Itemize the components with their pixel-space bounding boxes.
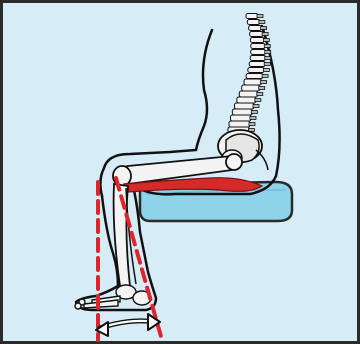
vertebra [249,62,265,67]
vertebra [248,68,265,73]
vertebra [250,32,264,37]
vertebra-process [255,99,261,102]
vertebra-process [264,63,270,66]
vertebra-process [263,69,269,72]
vertebra-process [265,51,271,54]
vertebra-process [259,21,265,24]
vertebra-process [249,123,255,126]
vertebra-process [262,33,268,36]
vertebra-process [262,75,268,78]
vertebra-process [253,105,259,108]
vertebra-process [251,111,257,114]
vertebra [239,91,257,97]
vertebra [251,44,266,49]
vertebra [250,56,266,61]
vertebra [232,109,252,115]
vertebra-process [257,15,263,18]
vertebra [234,103,254,109]
vertebra [229,121,250,127]
vertebra [246,14,258,19]
vertebra-process [250,117,256,120]
vertebra [251,50,266,55]
vertebra-process [263,39,269,42]
vertebra [244,79,262,85]
vertebra [250,38,264,43]
vertebra-process [261,81,267,84]
vertebra [237,97,256,103]
vertebra [247,20,260,25]
vertebra [230,115,251,121]
vertebra-process [257,93,263,96]
vertebra [246,74,263,79]
vertebra-process [261,27,267,30]
vertebra [249,26,262,31]
vertebra-process [259,87,265,90]
vertebra [242,85,260,91]
vertebra-process [265,57,271,60]
vertebra-process [264,45,270,48]
